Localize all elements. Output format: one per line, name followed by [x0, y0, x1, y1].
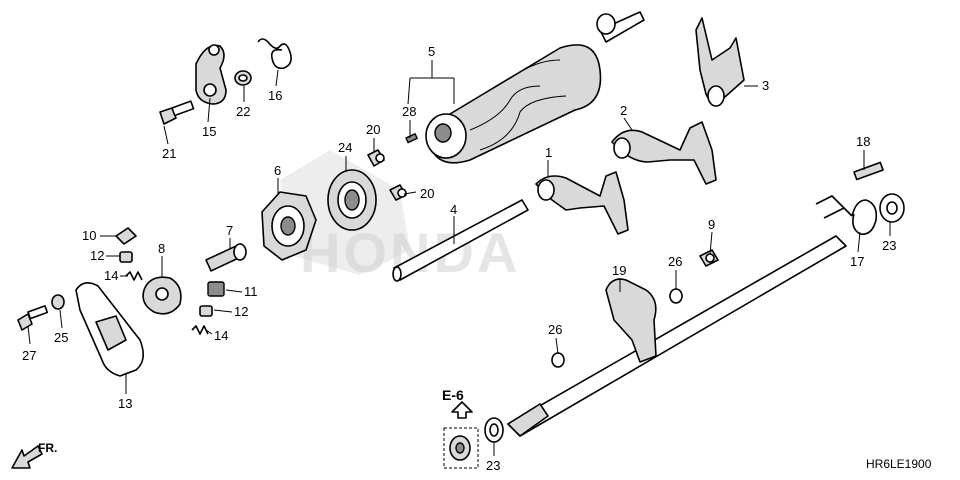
label-part-22: 22 — [236, 104, 250, 119]
label-part-20a: 20 — [366, 122, 380, 137]
stopper-arm-15 — [195, 44, 227, 105]
label-part-10: 10 — [82, 228, 96, 243]
label-part-13: 13 — [118, 396, 132, 411]
label-part-28: 28 — [402, 104, 416, 119]
bolt-21 — [159, 100, 195, 125]
label-part-26b: 26 — [548, 322, 562, 337]
label-part-16: 16 — [268, 88, 282, 103]
collar-11 — [207, 281, 225, 297]
spring-14b — [191, 325, 209, 335]
label-part-4: 4 — [450, 202, 457, 217]
special-bolt-7 — [205, 243, 247, 272]
label-part-26a: 26 — [668, 254, 682, 269]
spring-14a — [125, 271, 143, 281]
e6-reference: E-6 — [442, 387, 479, 469]
label-part-12b: 12 — [234, 304, 248, 319]
snap-ring-26a — [669, 288, 683, 304]
dowel-pin-28 — [405, 132, 419, 144]
label-part-6: 6 — [274, 163, 281, 178]
label-part-24: 24 — [338, 140, 352, 155]
gearshift-spindle — [507, 235, 847, 437]
guide-plate-13 — [75, 282, 144, 377]
label-part-11: 11 — [244, 284, 258, 299]
shift-cam-8 — [142, 276, 182, 315]
label-part-12a: 12 — [90, 248, 104, 263]
label-part-23b: 23 — [486, 458, 500, 473]
label-part-18: 18 — [856, 134, 870, 149]
front-indicator-label: FR. — [38, 441, 57, 455]
bolt-27 — [17, 305, 49, 331]
diagram-code: HR6LE1900 — [866, 457, 932, 471]
label-part-20b: 20 — [420, 186, 434, 201]
drum-center-6 — [261, 191, 317, 261]
label-part-17: 17 — [850, 254, 864, 269]
label-part-14b: 14 — [214, 328, 228, 343]
shift-fork-3 — [695, 17, 745, 107]
leader-lines — [27, 60, 891, 456]
neutral-switch-pin-20a — [367, 149, 385, 167]
label-part-7: 7 — [226, 223, 233, 238]
label-part-14a: 14 — [104, 268, 118, 283]
shift-drum-5 — [425, 11, 645, 164]
shift-fork-2 — [611, 121, 717, 185]
bearing-24 — [327, 169, 377, 231]
washer-23b — [484, 417, 504, 443]
bolt-9 — [699, 249, 719, 267]
part-number-labels: 1 2 3 4 5 6 7 8 9 10 11 12 12 13 14 14 1… — [22, 44, 896, 473]
pin-12b — [199, 305, 213, 317]
label-part-23a: 23 — [882, 238, 896, 253]
collar-22 — [234, 70, 252, 86]
neutral-switch-pin-20b — [389, 184, 407, 201]
label-part-3: 3 — [762, 78, 769, 93]
label-part-25: 25 — [54, 330, 68, 345]
plunger-10 — [115, 227, 137, 245]
washer-23a — [879, 193, 905, 223]
return-spring-pin-18 — [853, 161, 884, 181]
label-part-1: 1 — [545, 145, 552, 160]
snap-ring-26b — [551, 352, 565, 368]
stopper-spring-16 — [257, 38, 292, 70]
label-part-5: 5 — [428, 44, 435, 59]
label-part-8: 8 — [158, 241, 165, 256]
front-indicator: FR. — [11, 441, 57, 469]
label-part-21: 21 — [162, 146, 176, 161]
collar-25 — [51, 294, 65, 310]
label-part-15: 15 — [202, 124, 216, 139]
label-part-9: 9 — [708, 217, 715, 232]
ref-section-label: E-6 — [442, 387, 464, 403]
pin-12a — [119, 251, 133, 263]
label-part-27: 27 — [22, 348, 36, 363]
label-part-19: 19 — [612, 263, 626, 278]
fork-shaft-4 — [392, 199, 529, 282]
return-spring-17 — [815, 195, 878, 236]
shift-fork-1 — [535, 171, 629, 235]
label-part-2: 2 — [620, 103, 627, 118]
